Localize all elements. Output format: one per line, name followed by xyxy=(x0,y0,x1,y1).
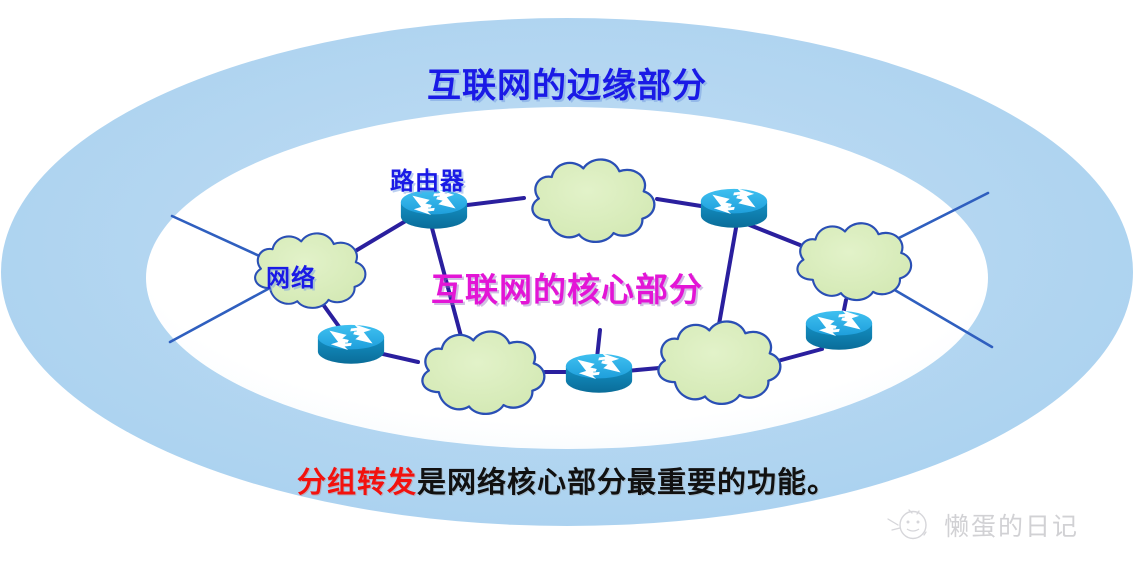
router-right[interactable] xyxy=(805,310,873,350)
router-bottom-center[interactable] xyxy=(565,353,633,393)
edge-line-upper-left xyxy=(170,214,268,261)
link-rr-cloudbr xyxy=(772,347,824,364)
edge-line-lower-left xyxy=(168,287,270,344)
edge-line-lower-right xyxy=(891,287,994,349)
link-rtl-down xyxy=(430,226,464,342)
link-rtr-down xyxy=(716,226,738,332)
edge-line-upper-right xyxy=(887,191,990,245)
router-top-right[interactable] xyxy=(700,188,768,228)
link-rtr-cloudright xyxy=(740,220,802,247)
router-top-left[interactable] xyxy=(400,189,468,229)
router-bottom-left[interactable] xyxy=(317,324,385,364)
link-cloudnet-rtl xyxy=(350,214,416,255)
link-rbr-up xyxy=(595,328,602,360)
link-rbl-cloudnet xyxy=(320,301,342,330)
